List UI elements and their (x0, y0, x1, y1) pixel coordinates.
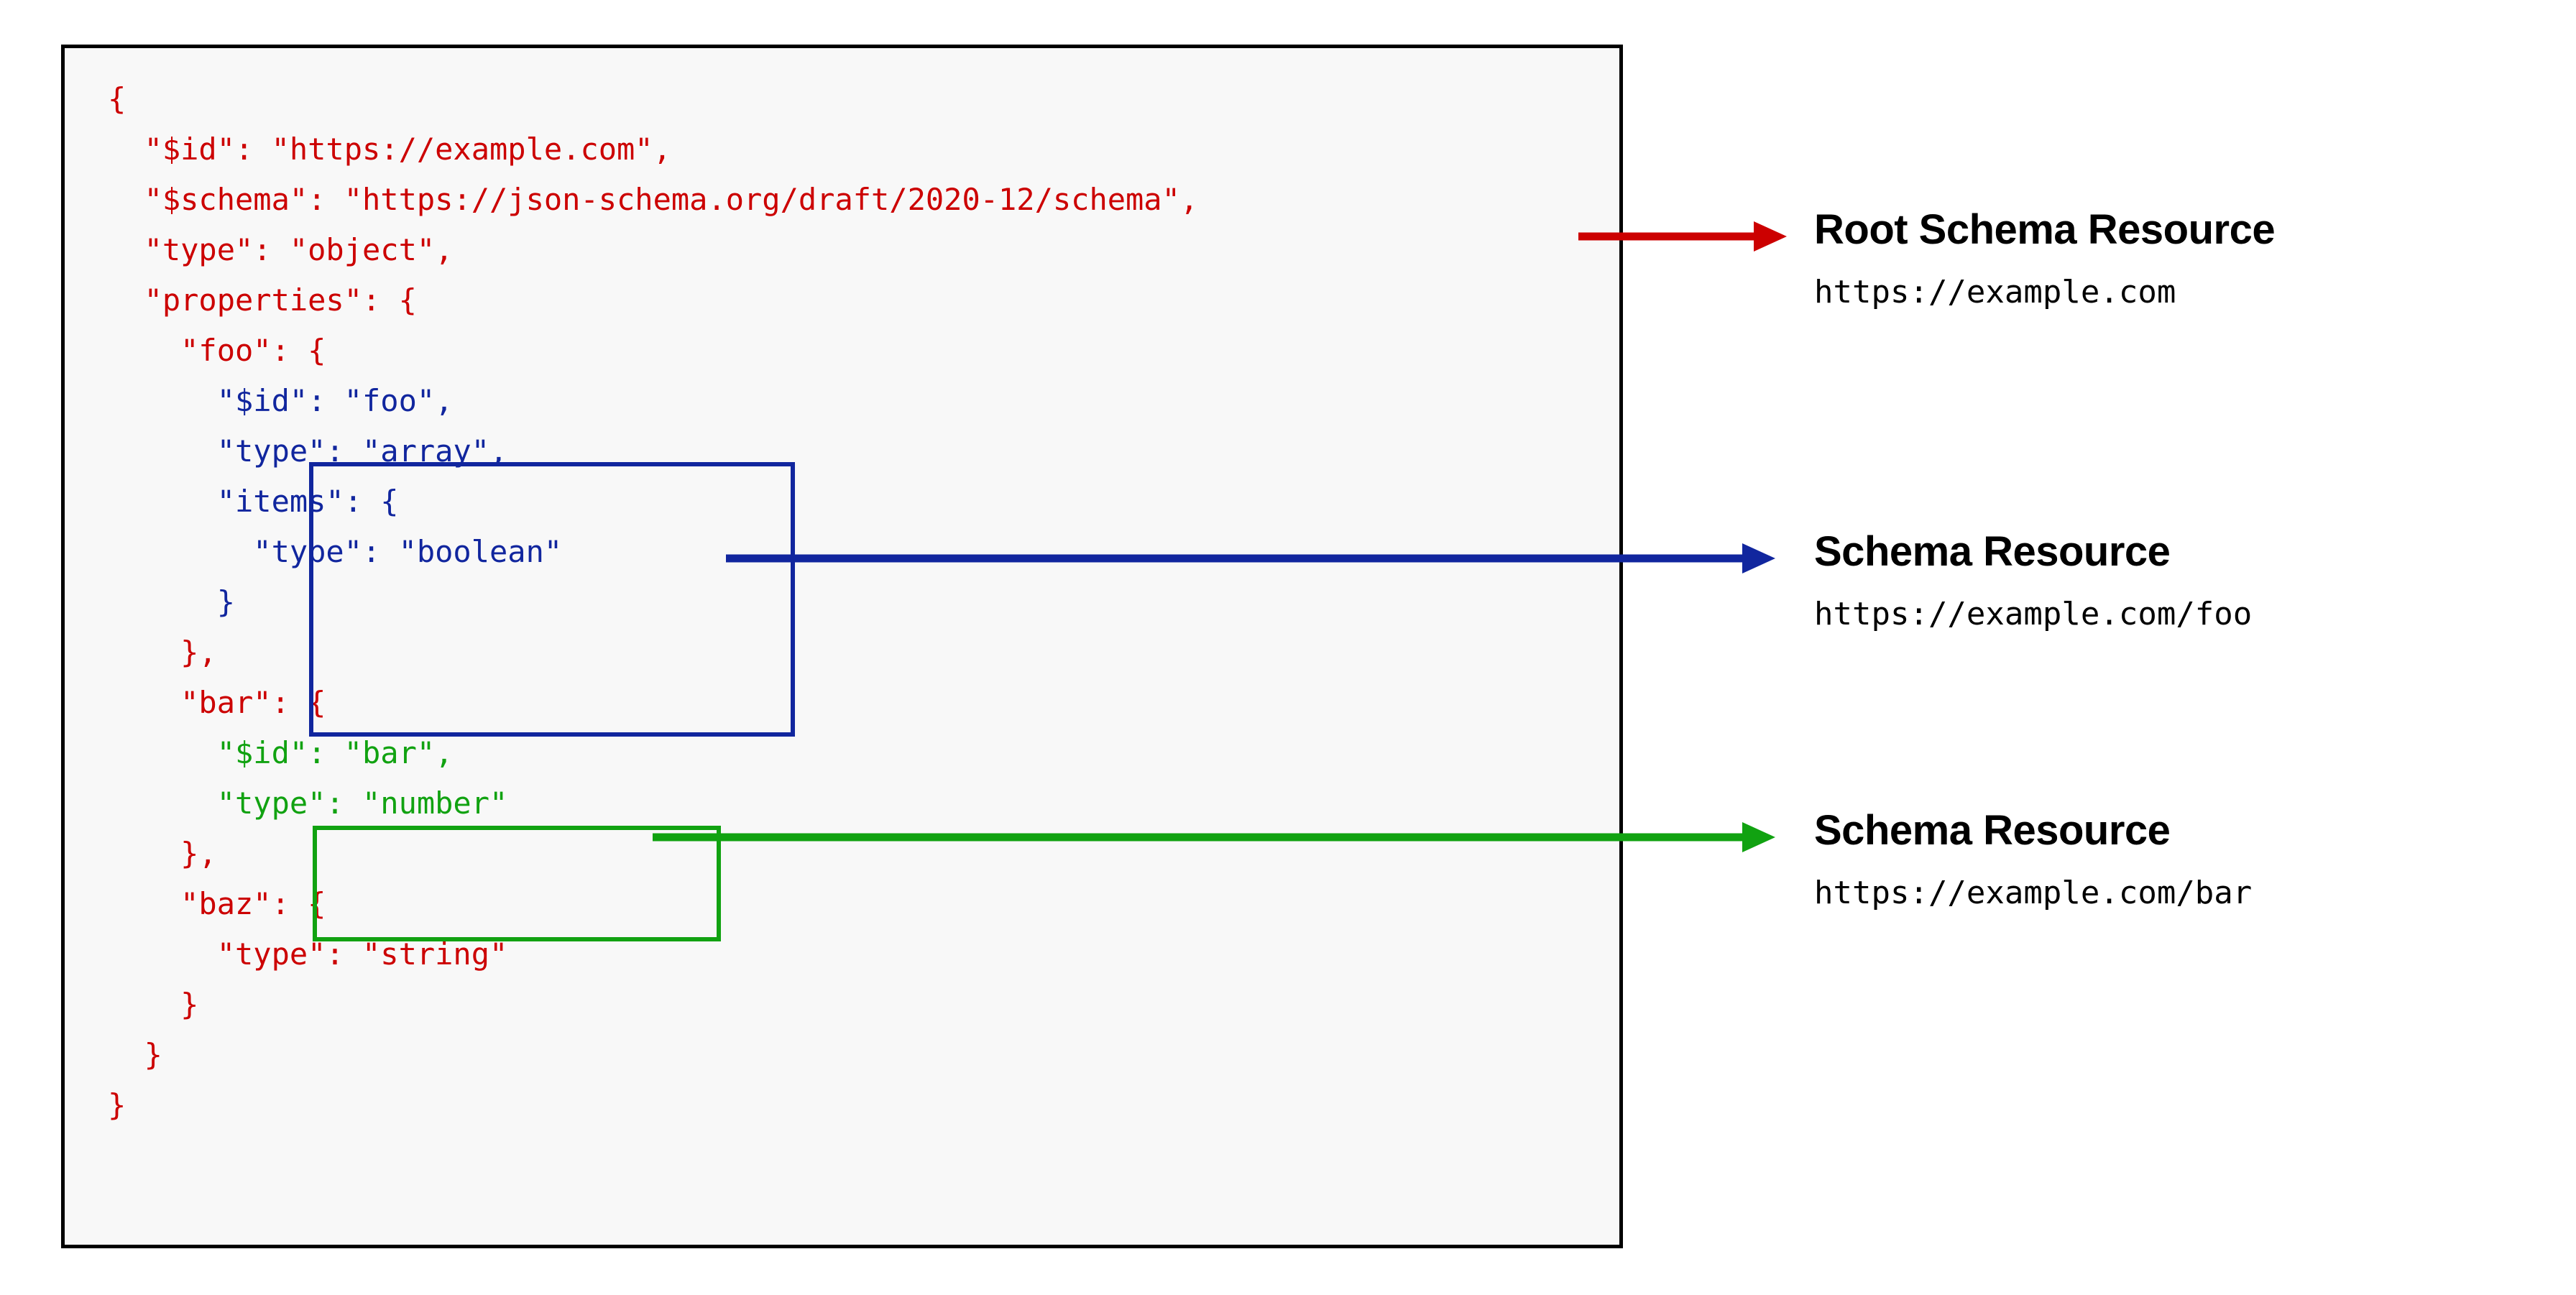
annotation-title: Schema Resource (1814, 528, 2171, 575)
code-line: "$schema": "https://json-schema.org/draf… (108, 182, 1199, 217)
arrow-root-schema-resource (1578, 221, 1787, 252)
annotation-root-schema-resource: Root Schema Resource https://example.com (1814, 206, 2276, 310)
annotation-foo-schema-resource: Schema Resource https://example.com/foo (1814, 527, 2252, 632)
code-line: "properties": { (108, 282, 417, 318)
annotation-title: Root Schema Resource (1814, 206, 2276, 253)
code-line: "type": "string" (108, 936, 508, 972)
code-line: { (108, 81, 126, 116)
code-line: "$id": "foo", (108, 383, 454, 418)
code-line: } (108, 987, 199, 1022)
code-line: }, (108, 635, 217, 670)
code-line: }, (108, 836, 217, 871)
code-line: "bar": { (108, 685, 326, 720)
code-panel: { "$id": "https://example.com", "$schema… (61, 45, 1623, 1248)
code-line: "$id": "https://example.com", (108, 132, 671, 167)
code-line: } (108, 1037, 162, 1072)
code-line: "$id": "bar", (108, 735, 454, 770)
annotation-url: https://example.com/bar (1814, 875, 2253, 911)
code-line: "type": "object", (108, 232, 454, 267)
annotation-bar-schema-resource: Schema Resource https://example.com/bar (1814, 806, 2252, 911)
code-line: "items": { (108, 484, 399, 519)
arrow-bar-schema-resource (653, 822, 1775, 852)
annotation-title: Schema Resource (1814, 807, 2171, 854)
code-line: "baz": { (108, 886, 326, 921)
code-line: } (108, 1087, 126, 1123)
code-line: "type": "array", (108, 433, 508, 469)
code-line: "type": "boolean" (108, 534, 563, 569)
annotation-url: https://example.com/foo (1814, 596, 2253, 632)
code-line: "foo": { (108, 333, 326, 368)
annotation-url: https://example.com (1814, 274, 2176, 310)
code-line: } (108, 584, 236, 619)
code-line: "type": "number" (108, 785, 508, 821)
arrow-foo-schema-resource (726, 543, 1775, 573)
json-schema-code-listing: { "$id": "https://example.com", "$schema… (108, 74, 1198, 1130)
